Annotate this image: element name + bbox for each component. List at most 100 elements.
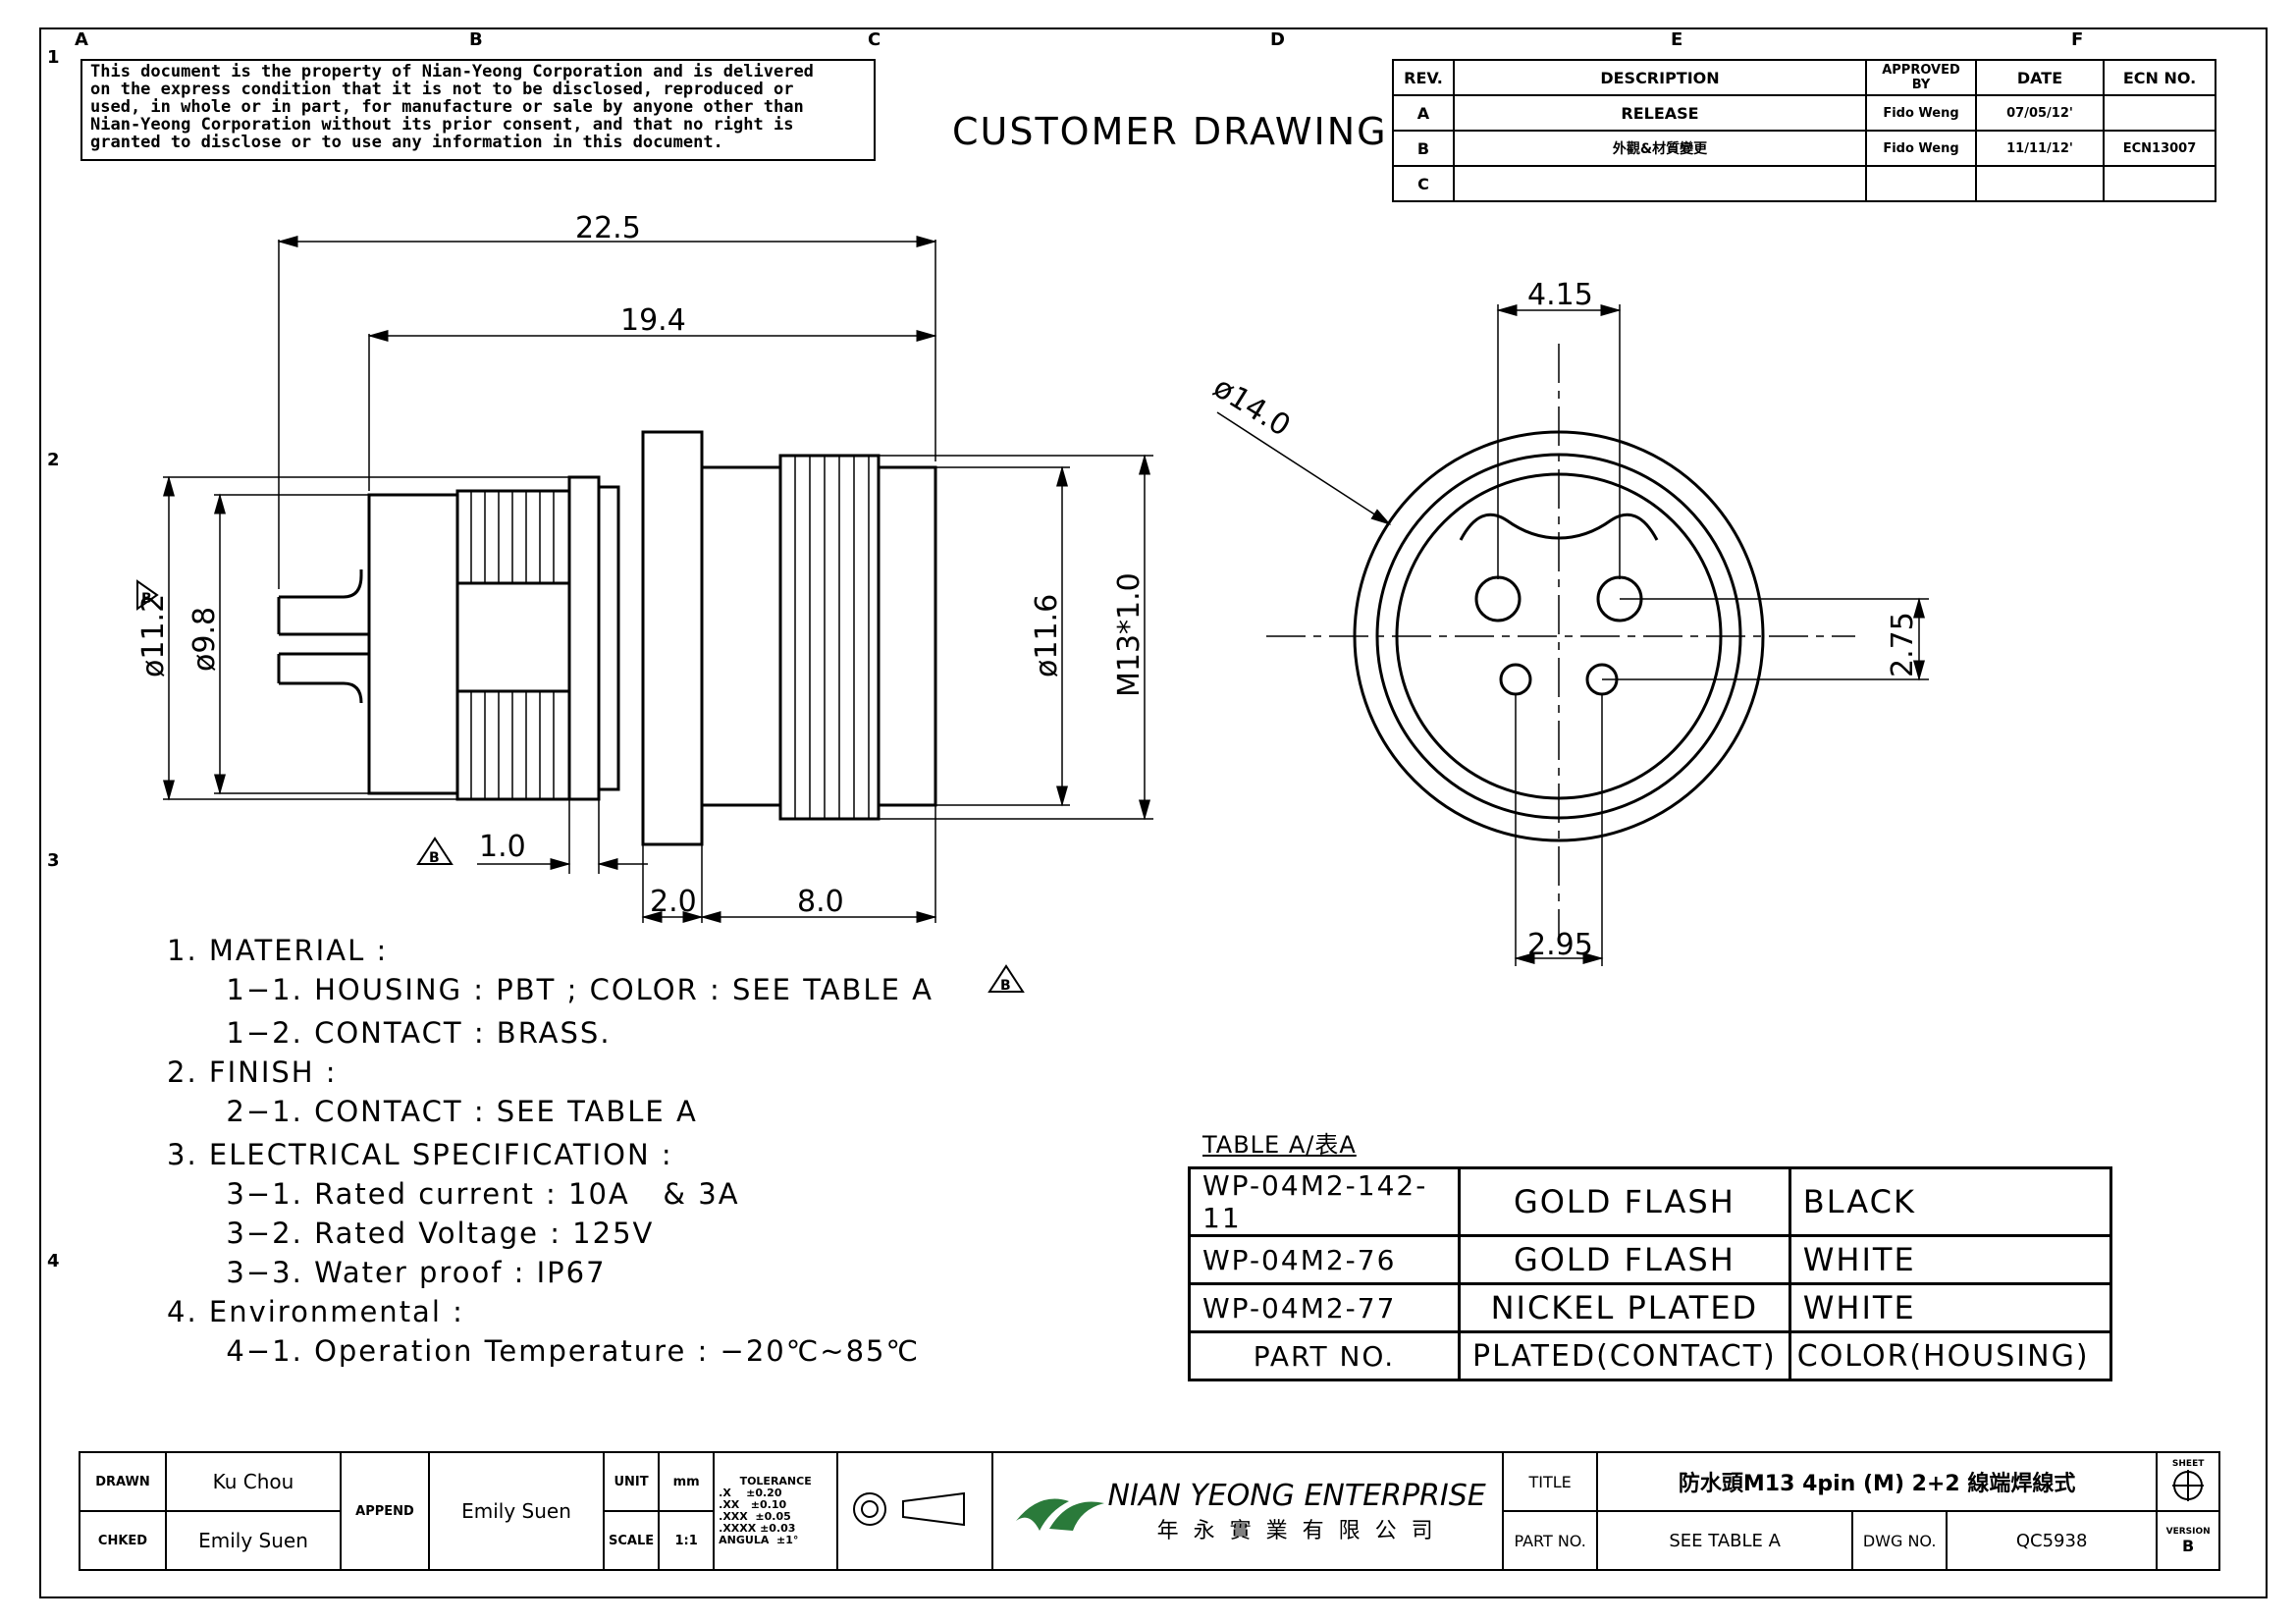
sheet-label: SHEET (2171, 1458, 2205, 1469)
dwgno-label: DWG NO. (1851, 1510, 1949, 1571)
tolerance-label: TOLERANCE (739, 1475, 812, 1488)
front-view (1216, 304, 1929, 966)
dim-4-15: 4.15 (1527, 278, 1593, 312)
plated-cell: NICKEL PLATED (1458, 1282, 1791, 1333)
table-a-title: TABLE A/表A (1202, 1131, 1357, 1159)
note-line: 3−2. Rated Voltage : 125V (204, 1217, 655, 1250)
side-view (277, 430, 937, 846)
color-cell: WHITE (1788, 1282, 2112, 1333)
table-row: WP-04M2-77 NICKEL PLATED WHITE (1188, 1282, 2112, 1333)
dim-11-2: ø11.2 (136, 594, 171, 677)
rev-flag: B (1000, 978, 1011, 994)
rev-ecn (2103, 165, 2216, 202)
scale-label: SCALE (602, 1510, 661, 1571)
notice-line: This document is the property of Nian-Ye… (90, 62, 814, 81)
zone-col-e: E (1671, 29, 1683, 50)
rev-letter: B (1392, 130, 1455, 167)
table-row: C (1392, 165, 2216, 202)
partno-value: SEE TABLE A (1596, 1510, 1854, 1571)
note-line: 4−1. Operation Temperature : −20℃~85℃ (204, 1334, 921, 1368)
revision-table: REV. DESCRIPTION APPROVED BY DATE ECN NO… (1392, 59, 2216, 202)
table-row: B 外觀&材質變更 Fido Weng 11/11/12' ECN13007 (1392, 130, 2216, 167)
zone-col-c: C (868, 29, 881, 50)
table-a: WP-04M2-142-11 GOLD FLASH BLACK WP-04M2-… (1188, 1166, 2112, 1381)
company-name-cn: 年 永 實 業 有 限 公 司 (1156, 1518, 1437, 1543)
proprietary-notice: This document is the property of Nian-Ye… (80, 59, 876, 161)
rev-description: RELEASE (1453, 94, 1867, 132)
thread-lines (470, 456, 870, 819)
dwgno-value: QC5938 (1946, 1510, 2159, 1571)
third-angle-projection-icon (853, 1491, 966, 1526)
note-line: 1. MATERIAL : (167, 934, 389, 967)
zone-row-1: 1 (47, 47, 60, 68)
drawn-label: DRAWN (79, 1451, 167, 1512)
dimension-lines (136, 236, 1153, 993)
color-header: COLOR(HOUSING) (1788, 1330, 2112, 1381)
rev-header: APPROVED BY (1865, 59, 1977, 96)
unit-label: UNIT (602, 1451, 661, 1512)
color-cell: WHITE (1788, 1234, 2112, 1285)
part-no-cell: WP-04M2-76 (1188, 1234, 1461, 1285)
version-block: VERSION B (2156, 1510, 2221, 1571)
note-line: 3−3. Water proof : IP67 (204, 1256, 607, 1289)
note-line: 3. ELECTRICAL SPECIFICATION : (167, 1138, 673, 1171)
tolerance-block: TOLERANCE .X ±0.20 .XX ±0.10 .XXX ±0.05 … (713, 1451, 839, 1571)
sheet-block: SHEET (2156, 1451, 2221, 1512)
dim-2-0: 2.0 (650, 885, 697, 919)
note-line: 2. FINISH : (167, 1055, 338, 1089)
page-title: CUSTOMER DRAWING (952, 110, 1388, 153)
table-row: A RELEASE Fido Weng 07/05/12' (1392, 94, 2216, 132)
zone-col-b: B (469, 29, 483, 50)
zone-row-4: 4 (47, 1251, 60, 1271)
rev-ecn: ECN13007 (2103, 130, 2216, 167)
partno-label: PART NO. (1502, 1510, 1599, 1571)
company-logo-icon (1015, 1498, 1104, 1531)
notice-line: on the express condition that it is not … (90, 80, 794, 99)
table-row: PART NO. PLATED(CONTACT) COLOR(HOUSING) (1188, 1330, 2112, 1381)
append-value: Emily Suen (428, 1451, 605, 1571)
checked-label: CHKED (79, 1510, 167, 1571)
tolerance-line: .XX ±0.10 (719, 1498, 787, 1511)
rev-ecn (2103, 94, 2216, 132)
table-row: WP-04M2-76 GOLD FLASH WHITE (1188, 1234, 2112, 1285)
title-label: TITLE (1502, 1451, 1599, 1512)
color-cell: BLACK (1788, 1166, 2112, 1237)
tolerance-line: ANGULA ±1° (719, 1534, 799, 1546)
rev-letter: A (1392, 94, 1455, 132)
note-line: 3−1. Rated current : 10A & 3A (204, 1177, 740, 1211)
rev-flag: B (429, 850, 440, 866)
rev-description (1453, 165, 1867, 202)
rev-description: 外觀&材質變更 (1453, 130, 1867, 167)
notice-line: granted to disclose or to use any inform… (90, 133, 723, 152)
dim-9-8: ø9.8 (187, 607, 222, 672)
note-line: 2−1. CONTACT : SEE TABLE A (204, 1095, 698, 1128)
projection-symbol (836, 1451, 994, 1571)
part-no-header: PART NO. (1188, 1330, 1461, 1381)
zone-col-d: D (1270, 29, 1285, 50)
plated-cell: GOLD FLASH (1458, 1166, 1791, 1237)
title-block: DRAWN Ku Chou APPEND Emily Suen UNIT mm … (79, 1451, 2221, 1571)
unit-value: mm (658, 1451, 716, 1512)
part-no-cell: WP-04M2-77 (1188, 1282, 1461, 1333)
checked-value: Emily Suen (165, 1510, 342, 1571)
rev-date (1975, 165, 2105, 202)
version-value: B (2182, 1536, 2195, 1555)
rev-header: DATE (1975, 59, 2105, 96)
notice-line: Nian-Yeong Corporation without its prior… (90, 115, 794, 135)
note-line: 1−1. HOUSING : PBT ; COLOR : SEE TABLE A (204, 973, 934, 1006)
dim-2-75: 2.75 (1886, 612, 1920, 677)
crosshair-icon (2172, 1469, 2205, 1501)
plated-cell: GOLD FLASH (1458, 1234, 1791, 1285)
dim-22-5: 22.5 (575, 211, 641, 245)
tolerance-line: .XXXX ±0.03 (719, 1522, 796, 1535)
part-no-cell: WP-04M2-142-11 (1188, 1166, 1461, 1237)
rev-date: 11/11/12' (1975, 130, 2105, 167)
rev-header: DESCRIPTION (1453, 59, 1867, 96)
drawing-title: 防水頭M13 4pin (M) 2+2 線端焊線式 (1596, 1451, 2159, 1512)
append-label: APPEND (340, 1451, 430, 1571)
dim-m13: M13*1.0 (1112, 572, 1147, 697)
version-label: VERSION (2165, 1526, 2211, 1537)
zone-row-2: 2 (47, 450, 60, 470)
rev-approved (1865, 165, 1977, 202)
